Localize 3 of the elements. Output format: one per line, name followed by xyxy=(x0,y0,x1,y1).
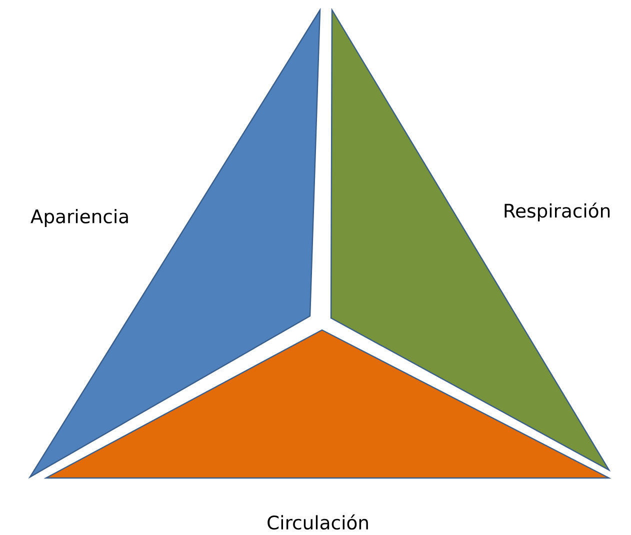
segment-label: Respiración xyxy=(504,202,610,222)
segment-label: Apariencia xyxy=(30,208,128,228)
segment-label: Circulación xyxy=(268,514,368,530)
